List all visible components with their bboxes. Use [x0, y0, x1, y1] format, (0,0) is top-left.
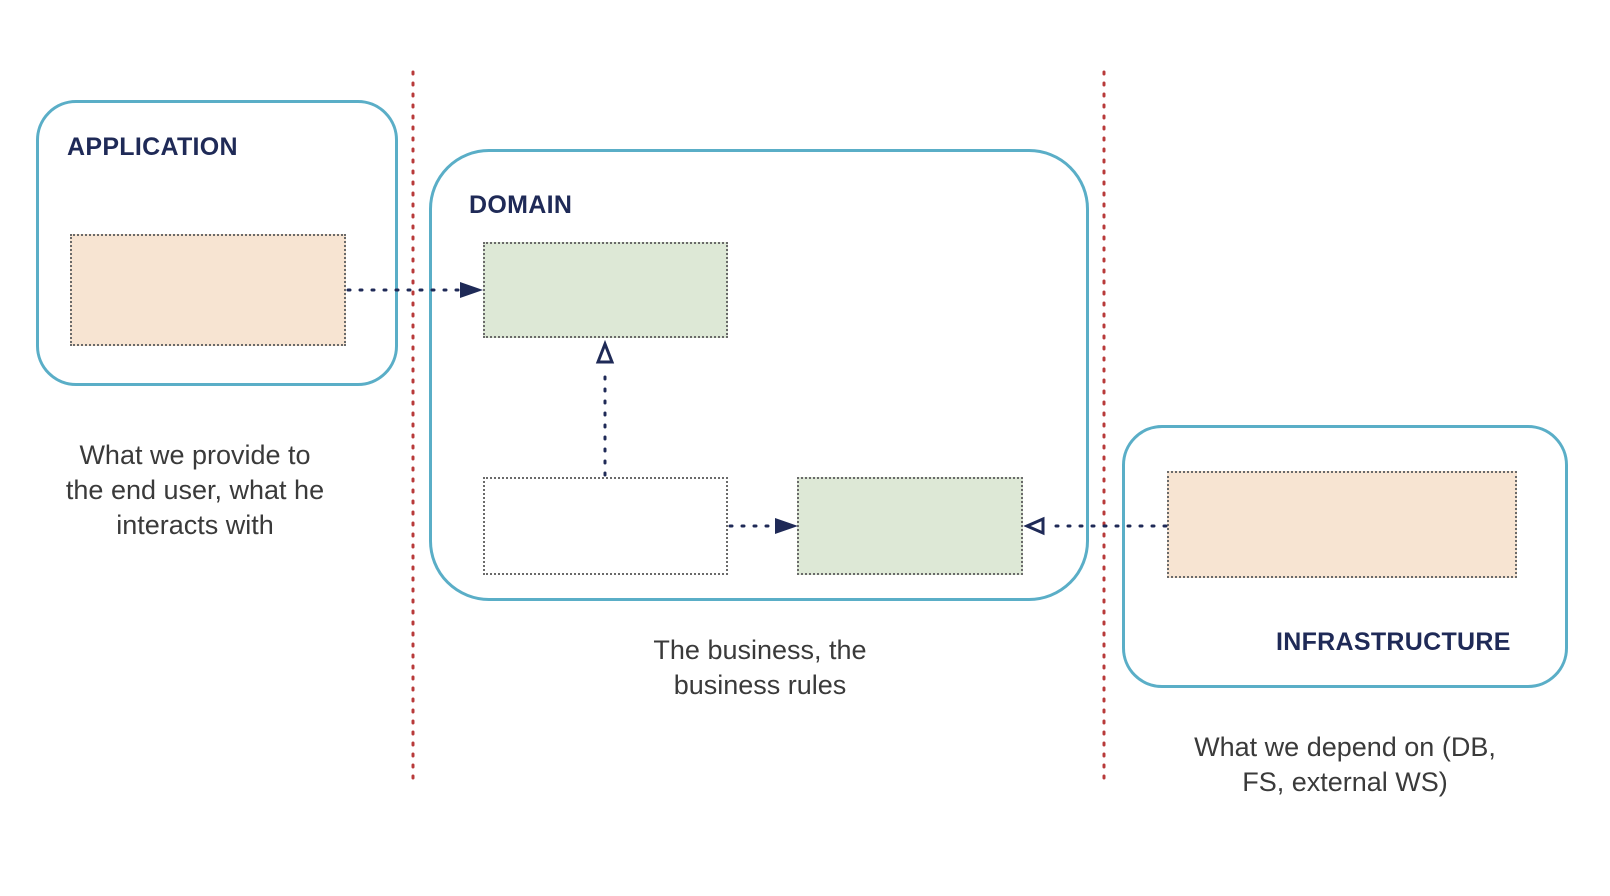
arrowhead-hollow: [1023, 516, 1045, 536]
infrastructure-caption: What we depend on (DB, FS, external WS): [1194, 732, 1496, 797]
domain-interface-box: [797, 477, 1023, 575]
application-frame: [36, 100, 398, 386]
domain-entity-box: [483, 242, 728, 338]
arrow-service-to-entity: [595, 339, 615, 477]
application-component-box: [70, 234, 346, 346]
arrow-infrastructure-to-interface: [1023, 516, 1168, 536]
domain-service-box: [483, 477, 728, 575]
arrowhead-solid: [460, 282, 483, 298]
infrastructure-title: INFRASTRUCTURE: [1276, 628, 1511, 656]
infrastructure-component-box: [1167, 471, 1517, 578]
arrowhead-hollow: [595, 339, 615, 364]
application-caption: What we provide to the end user, what he…: [65, 440, 325, 540]
domain-frame: [429, 149, 1089, 601]
infrastructure-frame: [1122, 425, 1568, 688]
arrowhead-solid: [775, 518, 798, 534]
domain-caption: The business, the business rules: [653, 635, 867, 700]
application-title: APPLICATION: [67, 133, 238, 161]
domain-title: DOMAIN: [469, 191, 573, 219]
arrow-service-to-interface: [728, 518, 798, 534]
arrow-application-to-domain: [346, 282, 483, 298]
